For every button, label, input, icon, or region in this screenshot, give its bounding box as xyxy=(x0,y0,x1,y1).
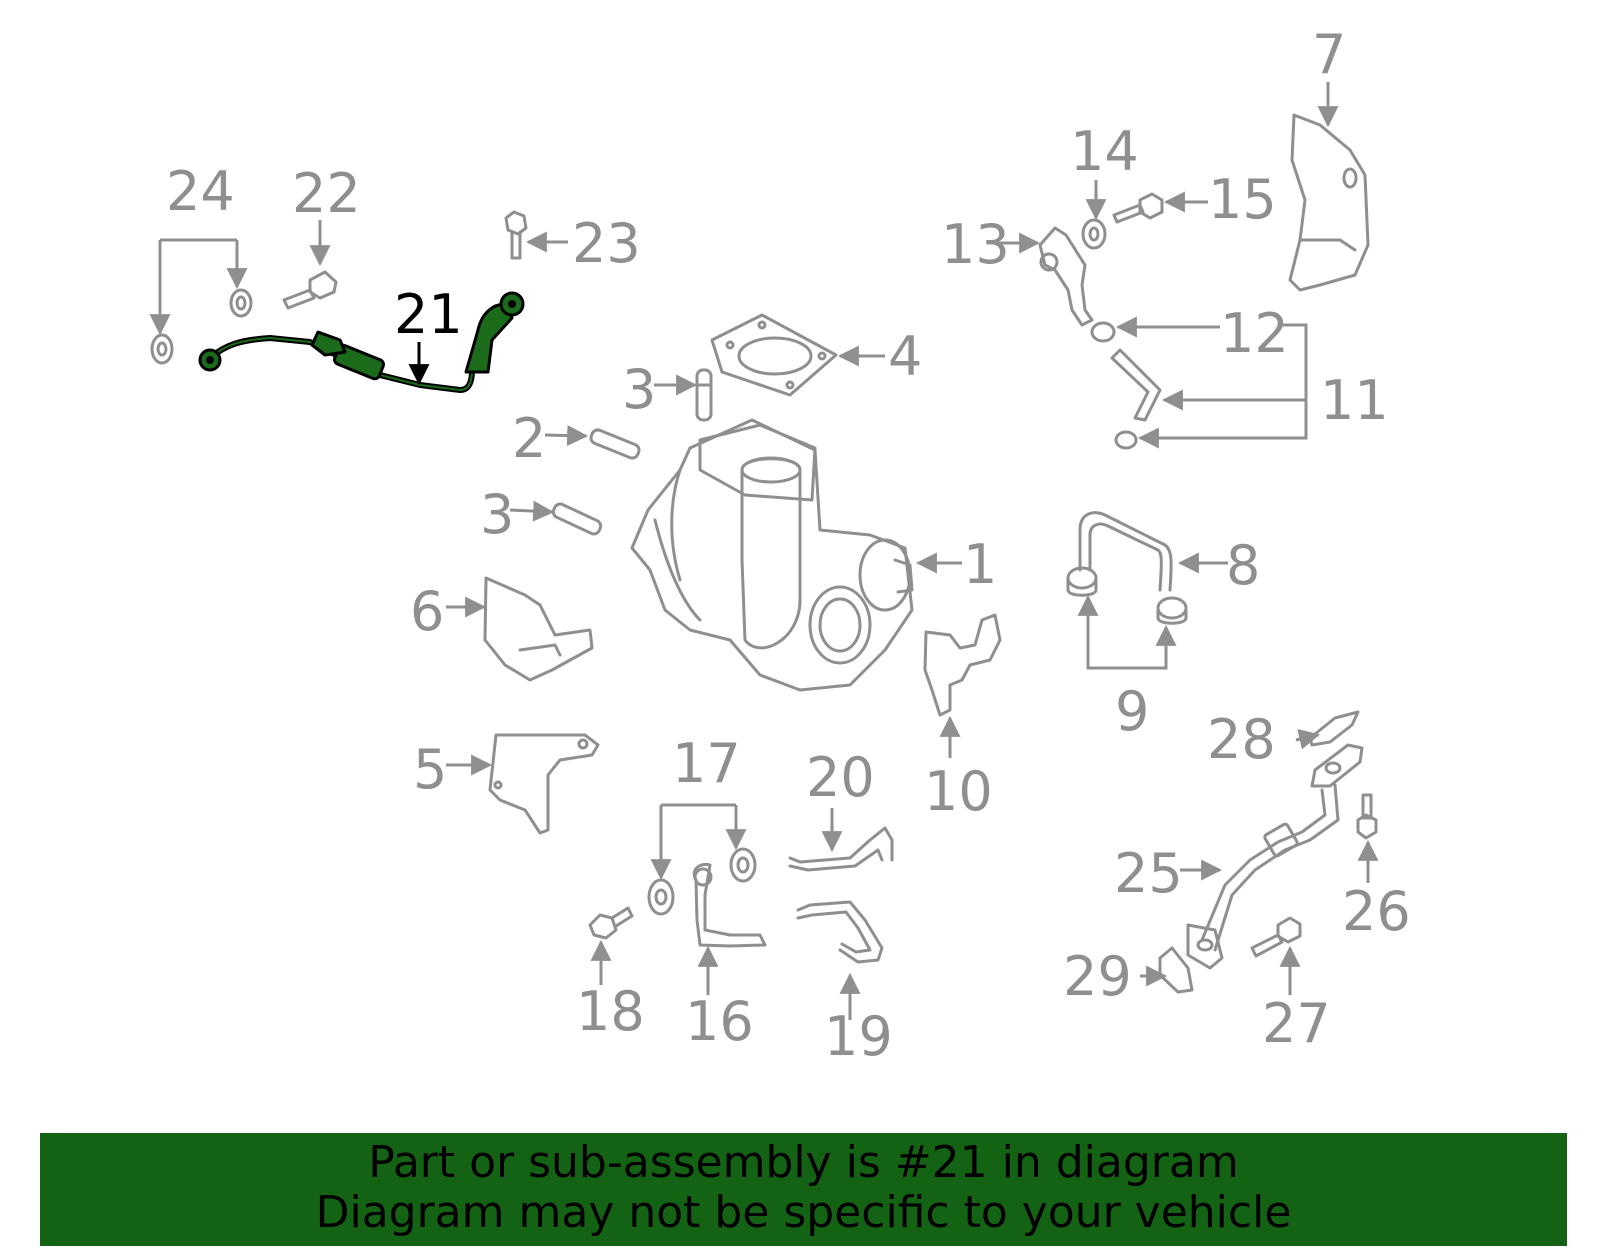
callout-15: 15 xyxy=(1208,168,1277,231)
callout-29: 29 xyxy=(1063,945,1132,1008)
info-banner: Part or sub-assembly is #21 in diagram D… xyxy=(40,1133,1567,1246)
part-3-stud-lower xyxy=(551,502,603,536)
callout-2: 2 xyxy=(512,407,546,470)
callout-28: 28 xyxy=(1207,708,1276,771)
part-20-hose xyxy=(788,826,894,872)
callout-9: 9 xyxy=(1115,680,1149,743)
part-21-oil-feed-line[interactable] xyxy=(198,291,525,393)
part-15-bolt xyxy=(1112,192,1164,224)
callout-8: 8 xyxy=(1226,534,1260,597)
callout-10: 10 xyxy=(924,760,993,823)
callout-4: 4 xyxy=(888,325,922,388)
banner-line-1: Part or sub-assembly is #21 in diagram xyxy=(368,1137,1239,1188)
callout-25: 25 xyxy=(1114,842,1183,905)
part-26-stud xyxy=(1356,793,1378,840)
callout-22: 22 xyxy=(292,162,361,225)
callout-11: 11 xyxy=(1320,369,1389,432)
callout-12: 12 xyxy=(1220,302,1289,365)
part-14-washer xyxy=(1081,218,1107,250)
part-5-bracket xyxy=(488,733,600,835)
callout-5: 5 xyxy=(413,738,447,801)
callout-7: 7 xyxy=(1312,23,1346,86)
part-23-bolt xyxy=(504,210,528,260)
part-18-bolt xyxy=(588,906,634,940)
part-9-clamps xyxy=(1066,566,1188,625)
callout-6: 6 xyxy=(410,580,444,643)
callout-19: 19 xyxy=(824,1005,893,1068)
part-28-gasket xyxy=(1308,710,1360,747)
callout-17: 17 xyxy=(672,732,741,795)
part-3-stud-upper xyxy=(695,368,713,422)
callout-23: 23 xyxy=(572,212,641,275)
part-12-clamp xyxy=(1090,321,1116,343)
callout-14: 14 xyxy=(1070,120,1139,183)
part-27-bolt xyxy=(1250,916,1302,958)
part-7-heat-shield xyxy=(1288,113,1370,292)
callout-18: 18 xyxy=(576,980,645,1043)
part-10-bracket xyxy=(923,613,1002,717)
part-17-washers xyxy=(647,847,757,916)
part-16-return-line xyxy=(692,862,767,948)
callout-27: 27 xyxy=(1262,992,1331,1055)
callout-13: 13 xyxy=(941,213,1010,276)
part-24-washers xyxy=(150,288,253,365)
callout-3-upper: 3 xyxy=(622,358,656,421)
part-13-bracket xyxy=(1038,226,1094,327)
part-1-turbocharger xyxy=(630,418,914,692)
callout-24: 24 xyxy=(166,160,235,223)
callout-26: 26 xyxy=(1342,880,1411,943)
part-4-gasket xyxy=(710,313,838,397)
part-11-hose xyxy=(1110,348,1162,450)
part-19-line xyxy=(796,900,884,964)
banner-line-2: Diagram may not be specific to your vehi… xyxy=(315,1187,1292,1238)
callout-3-lower: 3 xyxy=(480,483,514,546)
part-22-banjo-bolt xyxy=(282,270,338,310)
part-2-stud xyxy=(589,428,641,460)
callout-16: 16 xyxy=(685,990,754,1053)
callout-20: 20 xyxy=(806,746,875,809)
part-8-hose xyxy=(1078,511,1173,592)
callout-21: 21 xyxy=(394,283,463,346)
callout-1: 1 xyxy=(963,533,997,596)
part-25-drain-pipe xyxy=(1186,743,1364,970)
part-6-heat-shield xyxy=(483,576,594,682)
